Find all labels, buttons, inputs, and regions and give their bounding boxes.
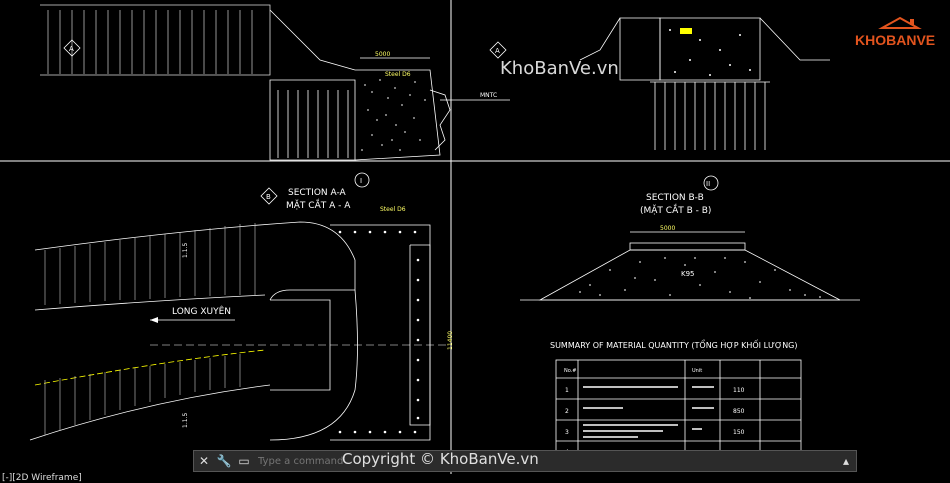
- section-aa-title: SECTION A-A: [288, 188, 347, 198]
- svg-text:KHOBANVE: KHOBANVE: [855, 32, 935, 48]
- table-row-2-qty: 850: [733, 408, 745, 415]
- table-desc-lines: [583, 386, 714, 438]
- table-row-3-qty: 150: [733, 429, 745, 436]
- gravel-fill-top: [361, 79, 426, 151]
- table-row-2-no: 2: [565, 408, 569, 415]
- embankment-section: [520, 231, 860, 301]
- svg-text:II: II: [706, 180, 710, 188]
- dim-115-bottom: 1.1.5: [182, 413, 189, 428]
- dim-115-top: 1.1.5: [182, 243, 189, 258]
- dim-5000-top: 5000: [375, 51, 390, 58]
- mntc-label: MNTC: [480, 92, 497, 99]
- steel-label-plan: Steel D6: [380, 206, 406, 213]
- section-aa-subtitle: MẶT CẮT A - A: [286, 198, 351, 211]
- plan-view: [29, 221, 431, 441]
- dim-11400: 11400: [447, 331, 454, 350]
- watermark-center: KhoBanVe.vn: [500, 58, 619, 79]
- direction-arrow: [150, 317, 158, 323]
- khobanve-logo: KHOBANVE: [855, 16, 935, 48]
- table-row-1-no: 1: [565, 387, 569, 394]
- summary-title: SUMMARY OF MATERIAL QUANTITY (TỔNG HỢP K…: [550, 338, 798, 350]
- table-row-3-no: 3: [565, 429, 569, 436]
- dim-5000-bb: 5000: [660, 225, 675, 232]
- section-bb-subtitle: (MẶT CẮT B - B): [640, 203, 711, 216]
- command-input[interactable]: [254, 454, 836, 468]
- marker-a-right: A: [489, 41, 507, 59]
- marker-ii-top: II: [703, 175, 719, 191]
- marker-b: B: [260, 187, 278, 205]
- svg-text:A: A: [69, 45, 74, 53]
- command-prompt-icon[interactable]: ▭: [238, 454, 250, 468]
- command-line-bar: ✕ 🔧 ▭ ▴: [193, 450, 857, 472]
- table-header-unit: Unit: [692, 368, 702, 374]
- marker-a-left: A: [63, 39, 81, 57]
- yellow-marker: [680, 28, 692, 34]
- plan-hatch: [44, 223, 256, 435]
- svg-text:I: I: [360, 177, 362, 185]
- embankment-fill: [579, 257, 821, 299]
- section-bb-title: SECTION B-B: [646, 193, 704, 203]
- top-right-section: [579, 17, 830, 150]
- svg-text:A: A: [495, 47, 500, 55]
- table-header-no: No.#: [564, 368, 577, 374]
- chevron-up-icon[interactable]: ▴: [842, 454, 850, 468]
- long-xuyen-label: LONG XUYÊN: [172, 305, 231, 317]
- summary-table: [555, 359, 802, 461]
- watermark-bottom: Copyright © KhoBanVe.vn: [342, 450, 539, 468]
- top-left-profile: [40, 4, 510, 161]
- k95-label: K95: [681, 270, 695, 278]
- close-icon[interactable]: ✕: [198, 454, 210, 468]
- marker-i-top: I: [354, 172, 370, 188]
- table-row-1-qty: 110: [733, 387, 745, 394]
- steel-label-top: Steel D6: [385, 71, 411, 78]
- viewport-label[interactable]: [-][2D Wireframe]: [0, 474, 950, 483]
- gravel-fill-right: [669, 29, 751, 76]
- wrench-icon[interactable]: 🔧: [216, 454, 232, 468]
- plan-pile-dots: [338, 230, 420, 434]
- svg-text:B: B: [266, 193, 271, 201]
